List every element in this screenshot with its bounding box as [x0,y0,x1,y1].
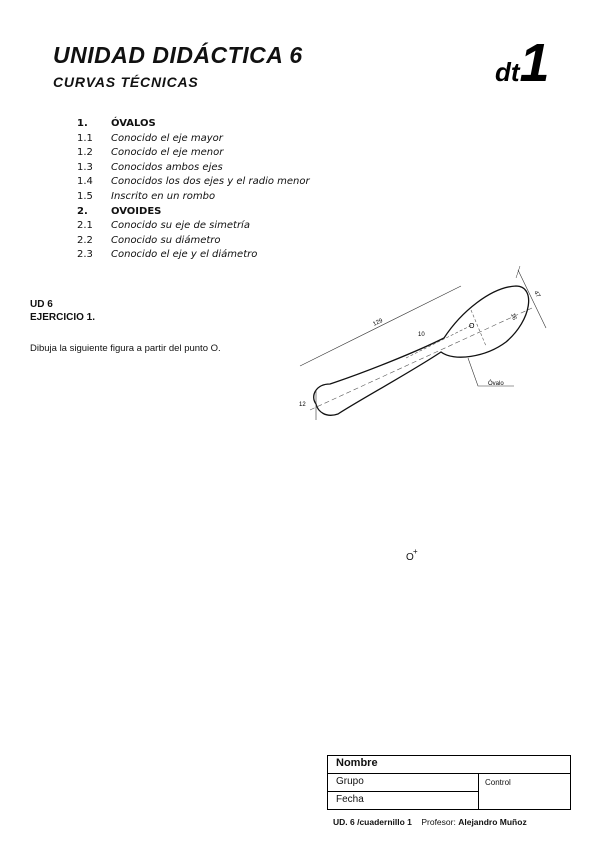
callout-leader [467,357,514,387]
toc-item: 1.2 Conocido el eje menor [77,147,310,162]
spoon-drawing: 129 47 10 16 12 O Óvalo [299,265,547,420]
toc-label: Conocidos ambos ejes [111,161,223,173]
start-point-marker: + [413,547,418,556]
toc-label: ÓVALOS [111,118,156,129]
toc-number: 1.1 [77,132,93,144]
construction-line [405,323,475,359]
toc-number: 1.5 [77,190,93,202]
unit-label: UD 6 [30,299,53,310]
name-row[interactable]: Nombre [328,756,570,774]
toc-number: 2.1 [77,220,93,232]
toc-label: OVOIDES [111,205,162,217]
toc-item: 1.5 Inscrito en un rombo [77,191,310,206]
dt-logo: dt1 [495,36,550,90]
toc-item: 2.1 Conocido su eje de simetría [77,220,310,235]
unit-reference: UD. 6 /cuadernillo 1 [333,817,412,827]
callout-label: Óvalo [488,380,504,387]
control-label: Control [485,778,511,787]
toc-item: 1.1 Conocido el eje mayor [77,133,310,148]
toc-number: 2.3 [77,249,93,261]
date-label: Fecha [336,794,364,805]
toc-label: Conocidos los dos ejes y el radio menor [111,176,310,188]
teacher-label: Profesor: [421,817,456,827]
toc-item: 1.4 Conocidos los dos ejes y el radio men… [77,176,310,191]
toc-number: 1.3 [77,161,93,173]
page-subtitle: CURVAS TÉCNICAS [53,74,199,90]
toc-item: 1.3 Conocidos ambos ejes [77,162,310,177]
toc-number: 2.2 [77,234,93,246]
toc-number: 2. [77,205,88,217]
logo-prefix: dt [495,57,520,87]
teacher-name: Alejandro Muñoz [458,817,527,827]
toc-label: Conocido el eje menor [111,147,224,159]
dimension-small-label: 12 [299,402,306,408]
toc-number: 1. [77,118,88,129]
toc-label: Conocido el eje mayor [111,132,223,144]
dimension-line-length [299,285,462,367]
dimension-line-width [517,269,547,329]
dimension-ratio-label: 16 [509,313,517,322]
date-row[interactable]: Fecha [328,792,478,809]
page-title: UNIDAD DIDÁCTICA 6 [53,42,303,68]
exercise-heading: UD 6 EJERCICIO 1. [30,298,95,324]
group-row[interactable]: Grupo [328,774,478,792]
dimension-angle-label: 10 [418,332,425,338]
name-label: Nombre [336,757,378,769]
toc-item: 2. OVOIDES [77,206,310,221]
toc-label: Conocido su eje de simetría [111,220,250,232]
dimension-width-label: 47 [532,290,541,299]
dimension-length-label: 129 [372,318,384,328]
logo-number: 1 [519,33,550,93]
exercise-number: EJERCICIO 1. [30,312,96,323]
spoon-outline [313,285,530,416]
start-point-label: O [406,552,414,563]
start-point: O + [406,547,418,563]
construction-line-2 [470,309,487,347]
toc-label: Conocido su diámetro [111,234,221,246]
student-form: Nombre Grupo Fecha Control [327,755,571,810]
toc-item: 2.3 Conocido el eje y el diámetro [77,249,310,264]
form-divider [478,774,479,809]
toc-item: 2.2 Conocido su diámetro [77,235,310,250]
dimension-extension [515,265,521,279]
center-label: O [469,323,475,330]
group-label: Grupo [336,776,364,787]
page-footer: UD. 6 /cuadernillo 1 Profesor: Alejandro… [333,817,527,827]
toc-number: 1.2 [77,147,93,159]
axis-line [309,307,533,411]
toc-number: 1.4 [77,176,93,188]
toc-item: 1. ÓVALOS [77,118,310,133]
toc-label: Conocido el eje y el diámetro [111,249,258,261]
exercise-instruction: Dibuja la siguiente figura a partir del … [30,343,221,354]
toc-label: Inscrito en un rombo [111,190,216,202]
